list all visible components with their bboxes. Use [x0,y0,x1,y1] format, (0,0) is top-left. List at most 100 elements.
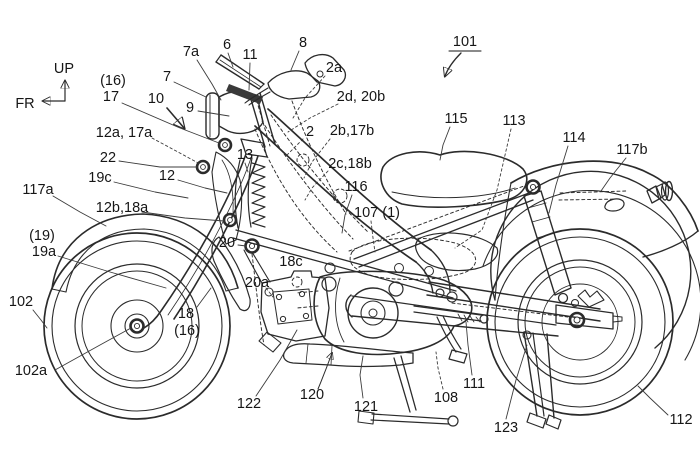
leader-line-22 [118,160,198,168]
ref-label-13: 13 [237,147,253,163]
leader-line-12a-17a [151,137,201,165]
ref-label-up: UP [54,61,74,77]
leader-line-7a [196,59,222,101]
leader-line-102a [54,327,132,371]
leader-line-122 [255,329,298,397]
ref-label-102: 102 [9,294,33,310]
ref-label-16: (16) [174,323,200,339]
ref-label-122: 122 [237,396,261,412]
ref-label-11: 11 [242,47,257,63]
seat [380,150,528,208]
ref-label-16: (16) [100,73,126,89]
leader-line-13 [244,162,249,173]
ref-label-107-1: 107 (1) [354,205,400,221]
side-stand [357,355,459,427]
leader-line-121 [359,355,364,399]
swingarm [345,281,623,337]
ref-label-20: 20 [219,235,235,251]
leader-line-12b-18a [141,211,225,222]
ref-label-7a: 7a [183,44,200,60]
ref-label-113: 113 [502,113,525,129]
main-frame [232,100,627,299]
leader-line-113 [454,128,512,249]
leader-line-20a [265,287,274,298]
crankcase [313,270,473,356]
leader-line-107-1 [370,220,376,253]
front-fork [143,92,276,329]
ref-label-2: 2 [306,124,314,140]
rear-axle [568,311,586,329]
ref-label-12a-17a: 12a, 17a [96,125,153,141]
front-wheel [43,232,231,420]
footpeg-bar [413,305,482,316]
tail-light [646,180,674,204]
leader-line-117b [600,157,627,192]
ref-label-121: 121 [354,399,378,415]
leader-line-19a [57,255,167,289]
orientation-arrows-icon [43,81,65,101]
engine-bracket [260,270,330,342]
ref-label-19: (19) [29,228,55,244]
leader-line-2a [292,75,326,119]
ref-label-18c: 18c [279,254,302,270]
leader-line-18 [196,287,212,308]
leader-line-12 [177,179,228,194]
engine [258,263,489,368]
leader-line-111 [465,321,473,376]
ref-label-12b-18a: 12b,18a [96,200,149,216]
leader-line-6 [227,52,234,68]
ref-label-116: 116 [344,179,367,195]
ref-label-6: 6 [223,37,231,53]
ref-label-117b: 117b [616,142,647,158]
leader-line-115 [439,126,451,161]
ref-label-20a: 20a [245,275,270,291]
leader-line-19c [113,181,189,199]
leader-line-11 [248,62,251,91]
figure-101-arrow-icon [445,52,462,76]
leader-line-102 [32,309,48,329]
leader-line-123 [505,344,528,420]
ref-label-2b-17b: 2b,17b [330,123,374,139]
ref-label-120: 120 [300,387,324,403]
ref-label-10: 10 [148,91,164,107]
coil-spring [251,162,266,228]
ref-label-108: 108 [434,390,458,406]
ref-label-2a: 2a [326,60,343,76]
leader-line-8 [290,50,300,71]
ref-label-18: 18 [178,306,194,322]
front-axle [129,318,145,334]
handlebar [244,53,347,106]
leader-line-2b-17b [303,138,331,179]
front-fender [51,213,251,312]
muffler [282,343,414,368]
leader-line-108 [435,351,444,390]
ref-label-22: 22 [100,150,116,166]
ref-label-9: 9 [186,100,194,116]
ref-label-101: 101 [453,34,477,50]
leader-line-17 [121,102,220,144]
ref-label-8: 8 [299,35,307,51]
ref-label-17: 17 [103,89,119,105]
label-120-arrow-icon [317,353,332,390]
leader-line-112 [637,385,669,416]
ref-label-112: 112 [669,412,692,428]
ref-label-114: 114 [562,130,585,146]
ref-label-2d-20b: 2d, 20b [337,89,385,105]
label-10-arrow-icon [166,107,184,128]
leader-line-20 [237,244,247,247]
leader-line-7 [173,81,207,98]
leader-line-9 [197,110,230,117]
ref-label-19c: 19c [88,170,111,186]
rear-fender [482,160,700,361]
leader-line-117a [52,195,107,227]
ref-label-19a: 19a [32,244,57,260]
leader-line-2c-18b [304,170,329,201]
ref-label-fr: FR [15,96,34,112]
center-stand [522,330,562,430]
ref-label-102a: 102a [15,363,48,379]
leader-line-2d-20b [287,103,339,133]
ref-label-111: 111 [463,376,485,392]
ref-label-2c-18b: 2c,18b [328,156,372,172]
